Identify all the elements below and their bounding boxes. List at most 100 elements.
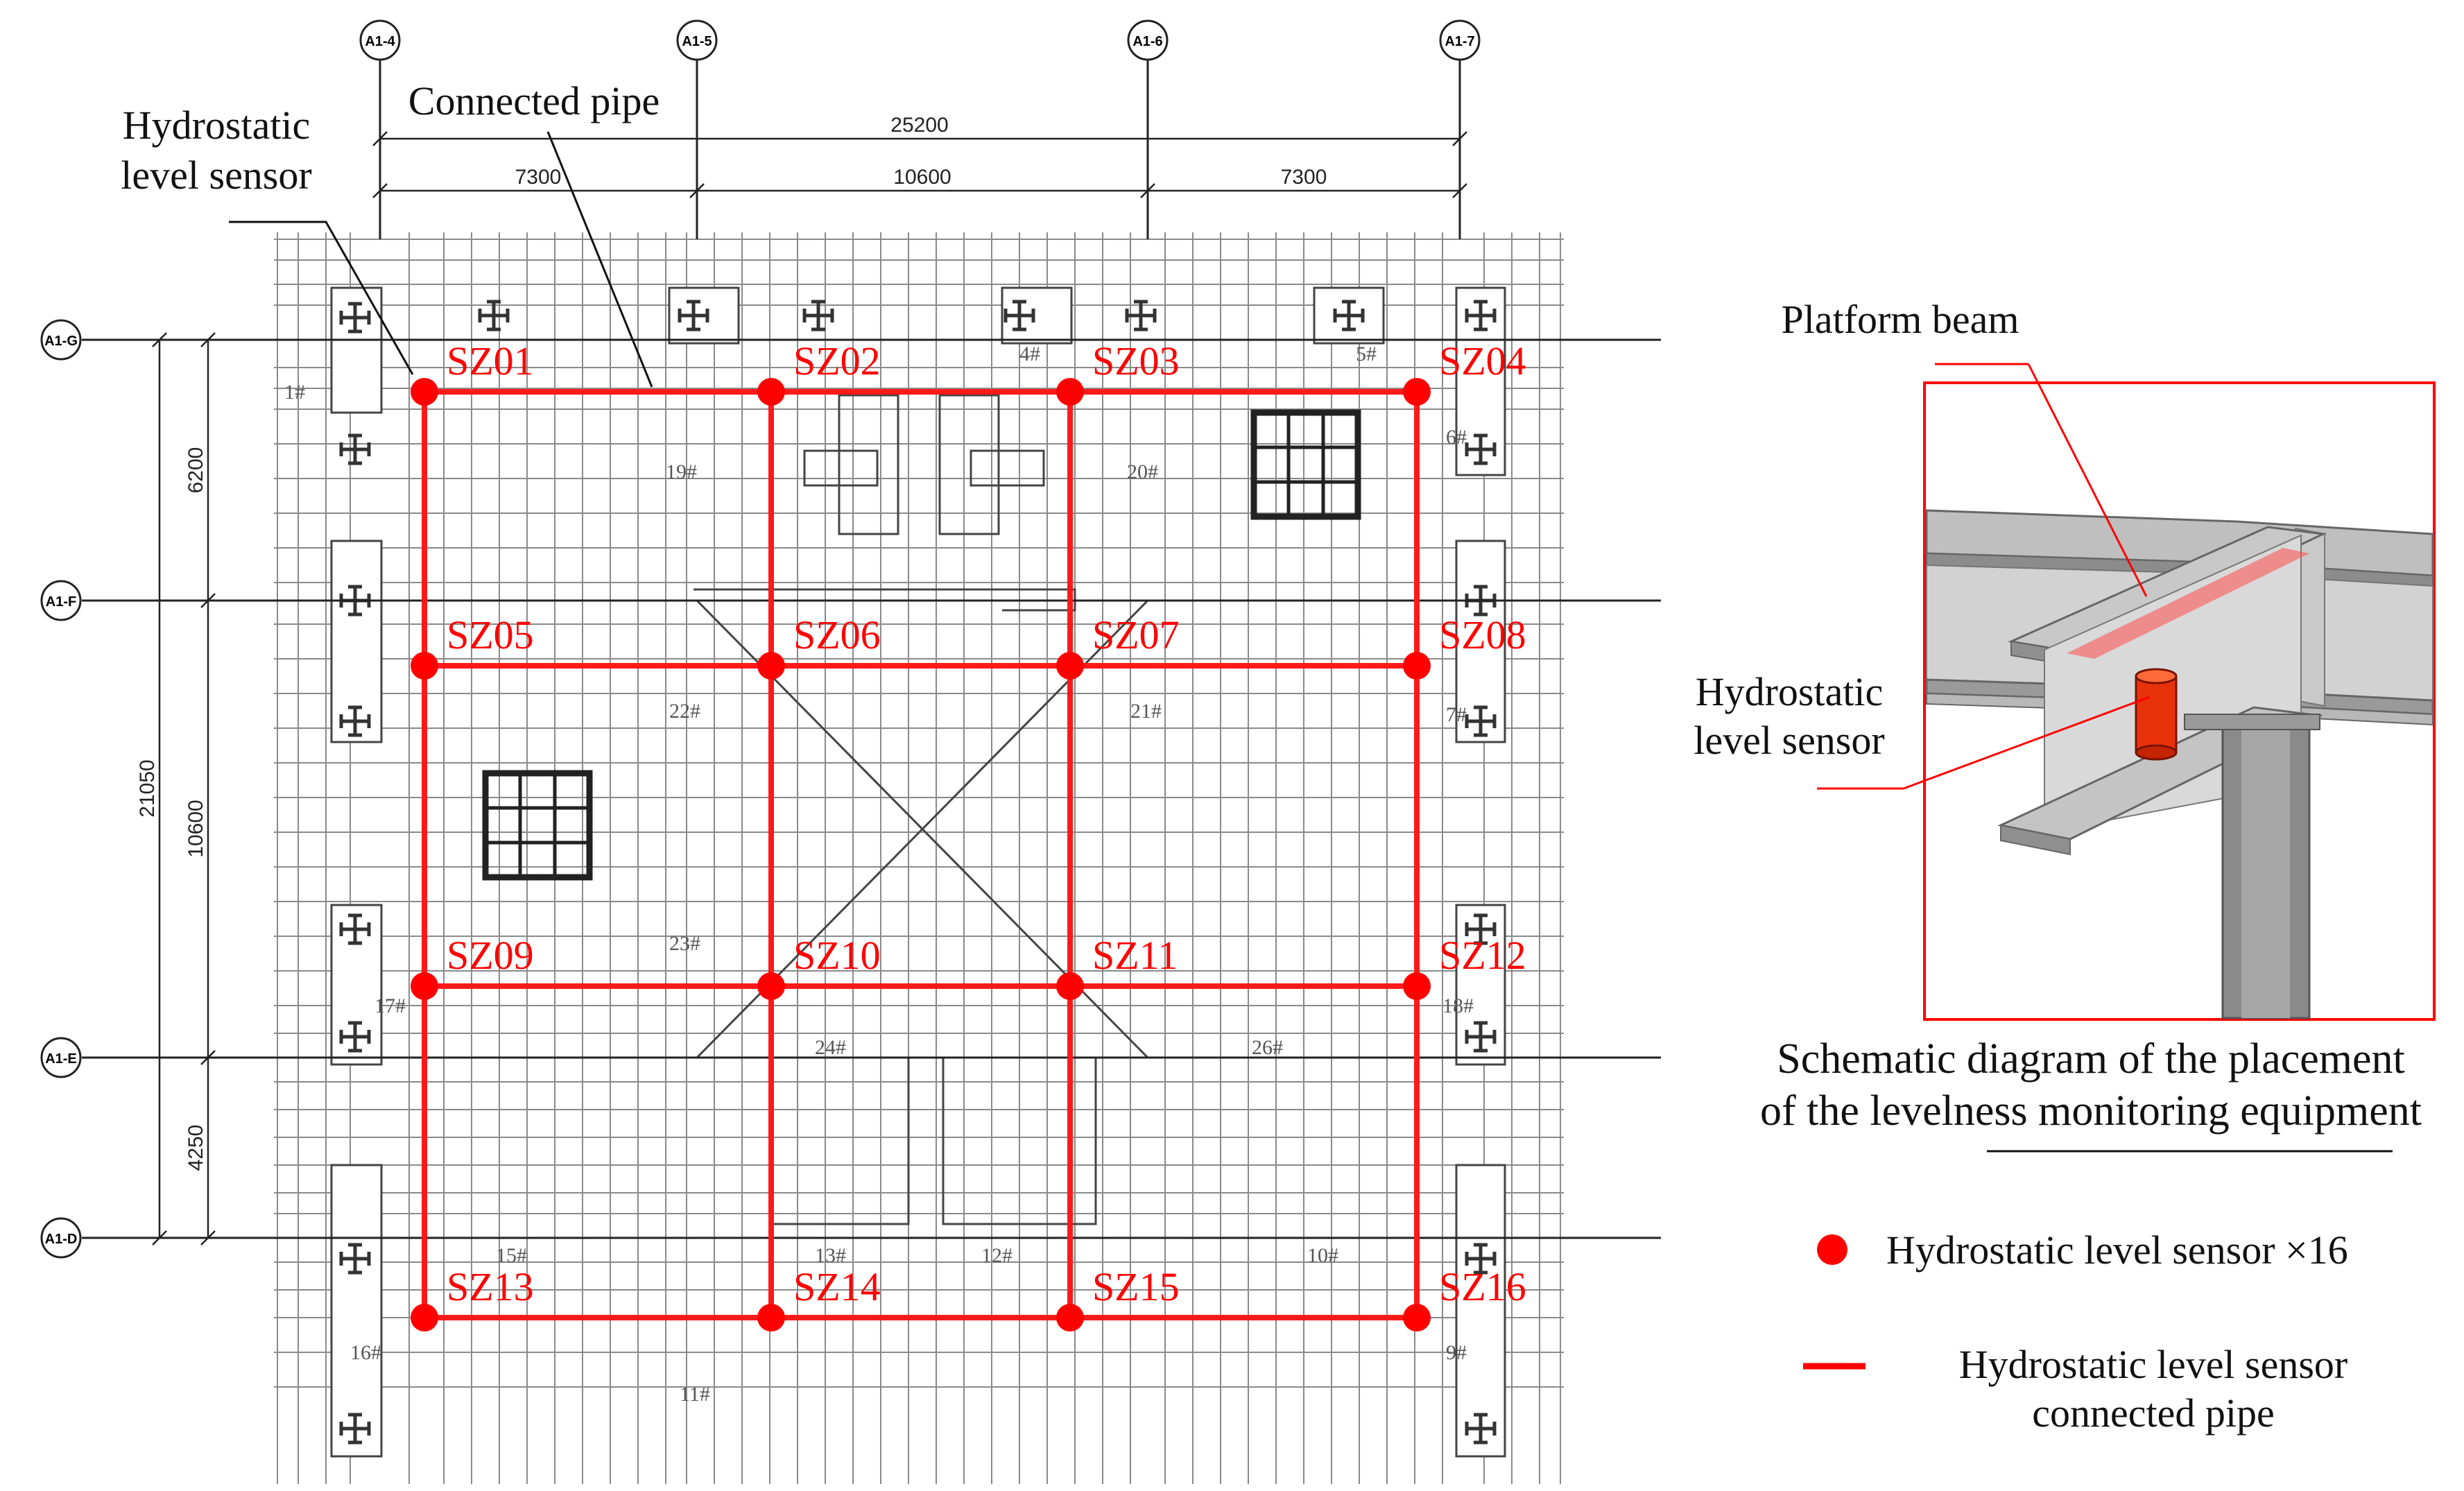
member-mark: 12# [981, 1244, 1013, 1267]
svg-text:A1-G: A1-G [44, 334, 78, 349]
member-mark: 17# [374, 994, 406, 1017]
dimension-lines [152, 131, 1467, 1246]
member-mark: 13# [815, 1244, 846, 1267]
member-mark: 1# [284, 381, 305, 404]
member-mark: 11# [680, 1383, 710, 1406]
member-mark: 10# [1307, 1244, 1338, 1267]
callout-sensor-line1: Hydrostatic [123, 103, 311, 148]
svg-text:A1-F: A1-F [46, 594, 76, 610]
dim-total-width: 25200 [890, 114, 948, 137]
detail-caption-line1: Schematic diagram of the placement [1777, 1035, 2405, 1083]
sensor-node [1056, 972, 1084, 1000]
member-mark: 20# [1127, 460, 1158, 483]
member-mark: 26# [1252, 1036, 1283, 1059]
detail-beam-leader [2027, 363, 2148, 597]
sensor-label: SZ15 [1092, 1264, 1180, 1309]
callout-sensor-leader [229, 221, 414, 375]
plan-openings [693, 394, 1149, 1225]
svg-text:A1-E: A1-E [45, 1051, 77, 1067]
member-mark: 22# [669, 700, 700, 723]
callout-pipe-leader [546, 131, 653, 388]
beam-3d-illustration [1925, 509, 2434, 1019]
sensor-label: SZ07 [1092, 612, 1180, 657]
sensor-node [757, 378, 785, 406]
axis-bubble-a1-g: A1-G [40, 319, 82, 361]
detail-sensor-label-line1: Hydrostatic [1696, 669, 1884, 714]
member-marks: 1#4#5#6#19#20#22#21#7#23#17#18#24#26#15#… [284, 343, 1474, 1406]
member-mark: 16# [350, 1341, 381, 1364]
sensor-label: SZ05 [447, 612, 534, 657]
axis-bubble-a1-4: A1-4 [359, 19, 401, 61]
plan-callouts: Hydrostatic level sensor Connected pipe [121, 78, 660, 388]
sensor-label: SZ10 [793, 933, 881, 978]
axis-bubble-a1-6: A1-6 [1127, 19, 1169, 61]
legend-sensor-label: Hydrostatic level sensor ×16 [1886, 1227, 2348, 1273]
plan-column-symbols [339, 300, 1497, 1445]
sensor-node [757, 652, 785, 680]
axis-bubble-a1-e: A1-E [40, 1037, 82, 1078]
legend: Hydrostatic level sensor ×16 Hydrostatic… [1803, 1227, 2348, 1436]
dim-span-middle: 10600 [893, 166, 951, 189]
sensor-label: SZ12 [1439, 933, 1526, 978]
member-mark: 19# [666, 460, 697, 483]
member-mark: 7# [1446, 703, 1467, 726]
svg-text:A1-5: A1-5 [682, 34, 712, 49]
svg-text:A1-6: A1-6 [1132, 34, 1162, 49]
sensor-node [1403, 378, 1431, 406]
svg-text:A1-D: A1-D [45, 1232, 78, 1247]
dim-total-height: 21050 [136, 759, 159, 817]
callout-pipe: Connected pipe [408, 78, 660, 123]
detail-sensor-label-line2: level sensor [1694, 718, 1884, 763]
sensor-label: SZ02 [793, 338, 881, 383]
axis-bubbles: A1-4 A1-5 A1-6 A1-7 A1-G A1-F A1-E A1-D [40, 19, 1481, 1259]
dim-span-left: 7300 [515, 166, 562, 189]
axis-bubble-a1-f: A1-F [40, 580, 82, 621]
sensor-node [757, 972, 785, 1000]
dim-span-bottom: 4250 [184, 1125, 207, 1171]
member-mark: 18# [1442, 994, 1474, 1017]
sensor-label: SZ03 [1092, 338, 1180, 383]
grid-axes [82, 59, 1661, 1239]
dim-span-top: 6200 [184, 447, 207, 494]
svg-text:A1-7: A1-7 [1445, 34, 1474, 49]
legend-sensor-marker [1817, 1234, 1847, 1265]
member-mark: 15# [496, 1244, 527, 1267]
axis-bubble-a1-5: A1-5 [676, 19, 718, 61]
dim-span-mid: 10600 [184, 800, 207, 857]
sensor-node [1056, 1304, 1084, 1331]
member-mark: 24# [815, 1036, 846, 1059]
member-mark: 9# [1446, 1341, 1467, 1364]
sensor-label: SZ09 [447, 933, 534, 978]
detail-beam-label: Platform beam [1781, 297, 2019, 342]
sensor-label: SZ16 [1439, 1264, 1526, 1309]
legend-pipe-label-line1: Hydrostatic level sensor [1959, 1342, 2348, 1387]
sensor-label: SZ08 [1439, 612, 1526, 657]
detail-caption-line2: of the levelness monitoring equipment [1760, 1087, 2422, 1135]
structural-plan-drawing [274, 232, 1564, 1484]
detail-sensor-leader [1903, 696, 2151, 790]
detail-view: Platform beam [1694, 297, 2436, 1153]
member-mark: 21# [1130, 700, 1162, 723]
sensor-node [1056, 378, 1084, 406]
sensor-node [1403, 972, 1431, 1000]
legend-pipe-label-line2: connected pipe [2032, 1390, 2274, 1436]
member-mark: 23# [669, 932, 700, 955]
sensor-node [757, 1304, 785, 1331]
plan-gridlines [274, 232, 1564, 1484]
sensor-node [1056, 652, 1084, 680]
connected-pipe-network [422, 389, 1420, 1320]
plan-equipment-frames [482, 409, 1361, 881]
callout-sensor-line2: level sensor [121, 153, 311, 198]
sensor-node [1403, 652, 1431, 680]
axis-bubble-a1-d: A1-D [40, 1217, 82, 1259]
sensor-node [411, 972, 438, 1000]
sensor-label: SZ13 [447, 1264, 534, 1309]
sensor-label: SZ04 [1439, 338, 1526, 383]
axis-bubble-a1-7: A1-7 [1439, 19, 1481, 61]
sensor-node [411, 652, 438, 680]
sensor-label: SZ01 [447, 338, 534, 383]
sensor-node [411, 1304, 438, 1331]
sensor-node [411, 378, 438, 406]
